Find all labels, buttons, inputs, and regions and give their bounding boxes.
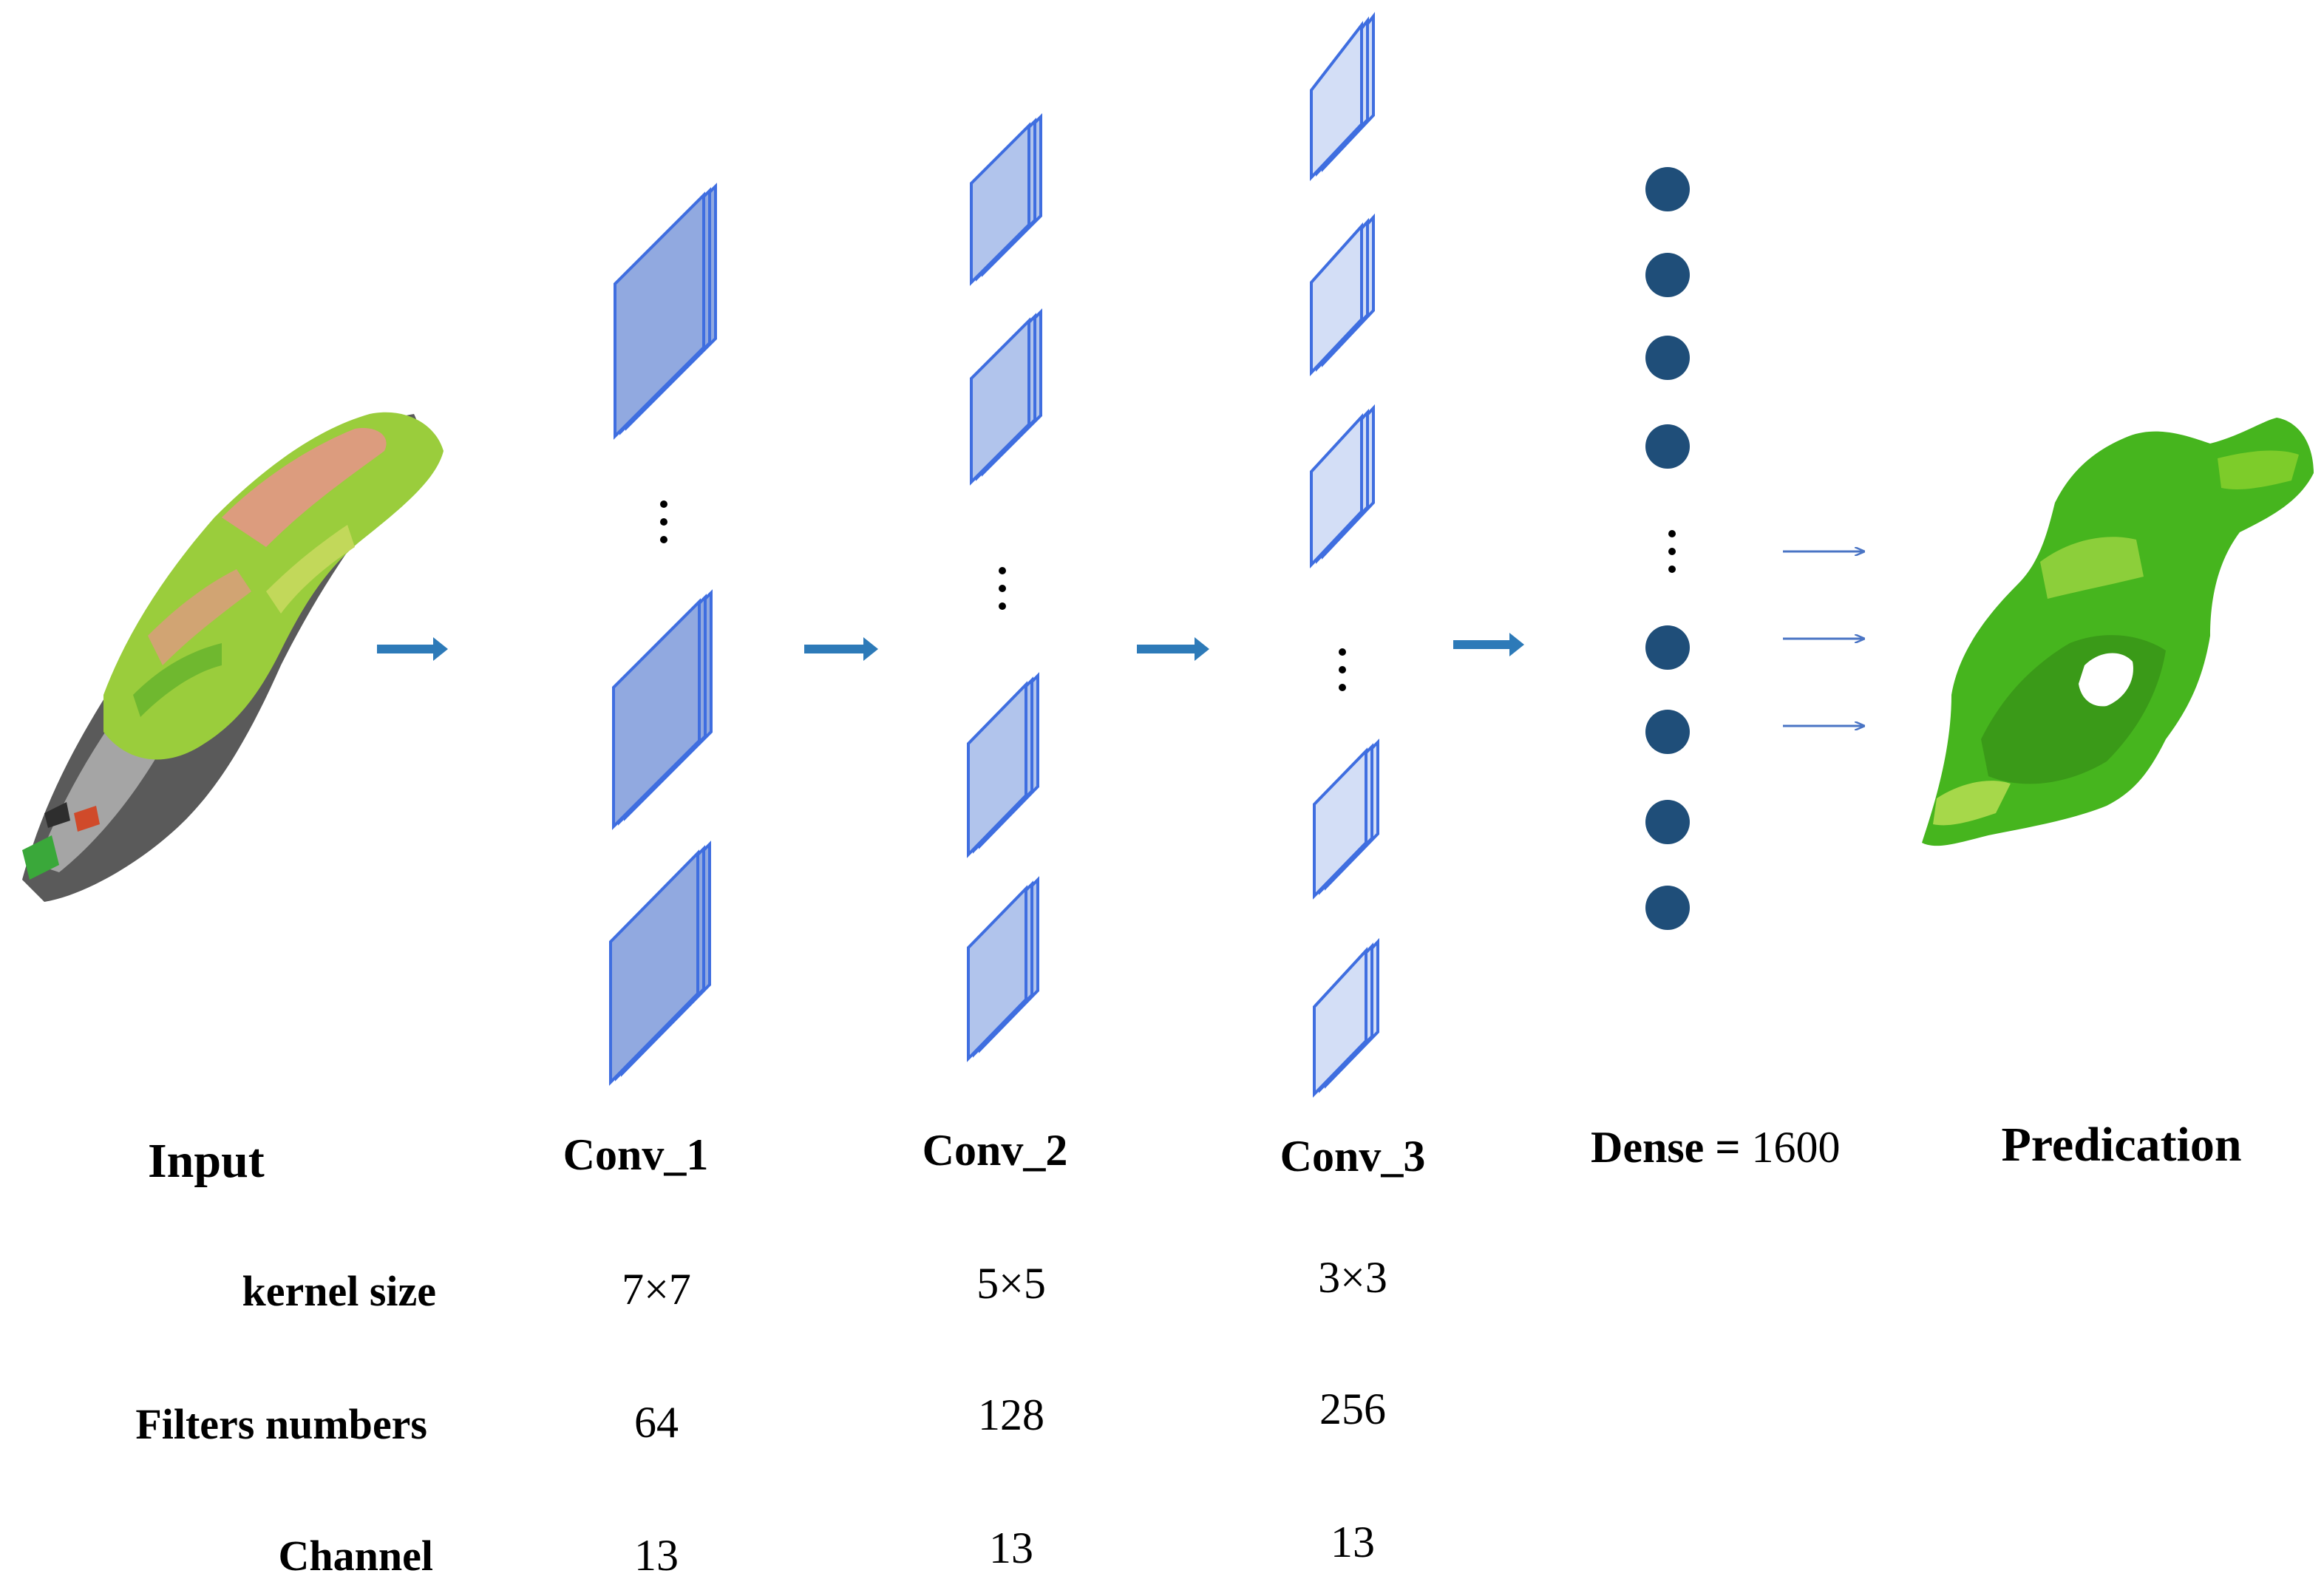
dense-nodes [1645,167,1690,930]
conv3-feature-maps [1310,12,1379,1098]
dense-node [1645,336,1690,380]
conv3-stack-1 [1310,12,1375,182]
kernel-size-label: kernel size [242,1267,436,1315]
conv3-ellipsis [1339,648,1346,691]
conv3-stack-4 [1313,738,1379,900]
conv2-stack-4 [967,876,1039,1062]
dense-node [1645,167,1690,211]
conv1-kernel: 7×7 [622,1265,691,1314]
conv1-channel: 13 [634,1531,679,1580]
conv2-label: Conv_2 [923,1126,1068,1175]
row-labels: kernel size Filters numbers Channel [135,1267,436,1580]
arrow-input-to-conv1 [377,637,448,661]
dense-node [1645,625,1690,670]
dense-value: 1600 [1752,1123,1841,1172]
conv2-filters: 128 [978,1390,1044,1439]
dense-ellipsis [1668,530,1676,573]
prediction-label: Predication [2001,1118,2241,1172]
dense-equals: = [1704,1123,1751,1172]
flow-arrows [377,633,1524,661]
conv2-feature-maps [967,113,1042,1062]
conv3-stack-5 [1313,937,1379,1098]
dense-node [1645,710,1690,754]
conv2-channel: 13 [989,1524,1033,1572]
dense-node [1645,800,1690,844]
arrow-conv2-to-conv3 [1137,637,1209,661]
conv1-ellipsis [660,500,667,543]
dense-prefix: Dense [1591,1123,1704,1172]
conv1-stack-1 [614,183,717,440]
conv1-feature-maps [609,183,717,1086]
conv3-filters: 256 [1319,1385,1386,1433]
prediction-map-image [1922,418,2314,846]
conv3-channel: 13 [1331,1518,1375,1566]
input-label: Input [148,1134,265,1188]
filters-label: Filters numbers [135,1400,427,1448]
conv2-stack-1 [970,113,1042,286]
input-map-image [22,412,444,902]
parameter-values: 7×7 64 13 5×5 128 13 3×3 256 13 [622,1253,1387,1580]
conv1-filters: 64 [634,1398,679,1447]
conv3-kernel: 3×3 [1318,1253,1387,1302]
conv2-stack-3 [967,672,1039,858]
dense-node [1645,424,1690,469]
conv1-label: Conv_1 [563,1130,709,1179]
arrow-conv3-to-dense [1453,633,1524,656]
dense-node [1645,253,1690,297]
conv3-stack-3 [1310,404,1375,569]
conv3-label: Conv_3 [1280,1132,1426,1181]
conv3-stack-2 [1310,213,1375,377]
arrow-conv1-to-conv2 [804,637,878,661]
dense-node [1645,886,1690,930]
conv1-stack-3 [609,841,711,1086]
conv1-stack-2 [612,589,713,830]
conv2-kernel: 5×5 [976,1259,1046,1308]
conv2-stack-2 [970,308,1042,486]
output-arrows [1783,551,1864,726]
column-headers: Input Conv_1 Conv_2 Conv_3 Dense = 1600 … [148,1118,2242,1188]
channel-label: Channel [278,1532,433,1580]
dense-label: Dense = 1600 [1591,1123,1841,1172]
conv2-ellipsis [999,567,1006,610]
